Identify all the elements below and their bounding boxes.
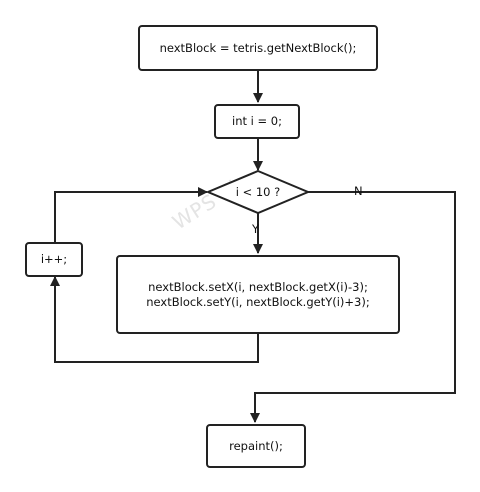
body-line-2: nextBlock.setY(i, nextBlock.getY(i)+3);: [146, 294, 370, 309]
yes-label: Y: [252, 222, 260, 236]
init-process-box: int i = 0;: [214, 104, 300, 139]
body-line-1: nextBlock.setX(i, nextBlock.getX(i)-3);: [148, 279, 368, 294]
increment-process-box: i++;: [25, 242, 83, 277]
start-process-text: nextBlock = tetris.getNextBlock();: [159, 40, 357, 55]
arrow-body-to-increment: [50, 276, 259, 363]
increment-process-text: i++;: [40, 252, 68, 266]
arrow-increment-to-decision: [54, 187, 208, 242]
decision-text: i < 10 ?: [235, 185, 281, 199]
arrow-decision-to-end: [250, 191, 456, 423]
end-process-box: repaint();: [206, 424, 306, 468]
end-process-text: repaint();: [229, 438, 283, 453]
no-label: N: [354, 184, 363, 198]
init-process-text: int i = 0;: [232, 114, 282, 128]
body-process-box: nextBlock.setX(i, nextBlock.getX(i)-3); …: [116, 255, 400, 334]
start-process-box: nextBlock = tetris.getNextBlock();: [138, 25, 378, 71]
